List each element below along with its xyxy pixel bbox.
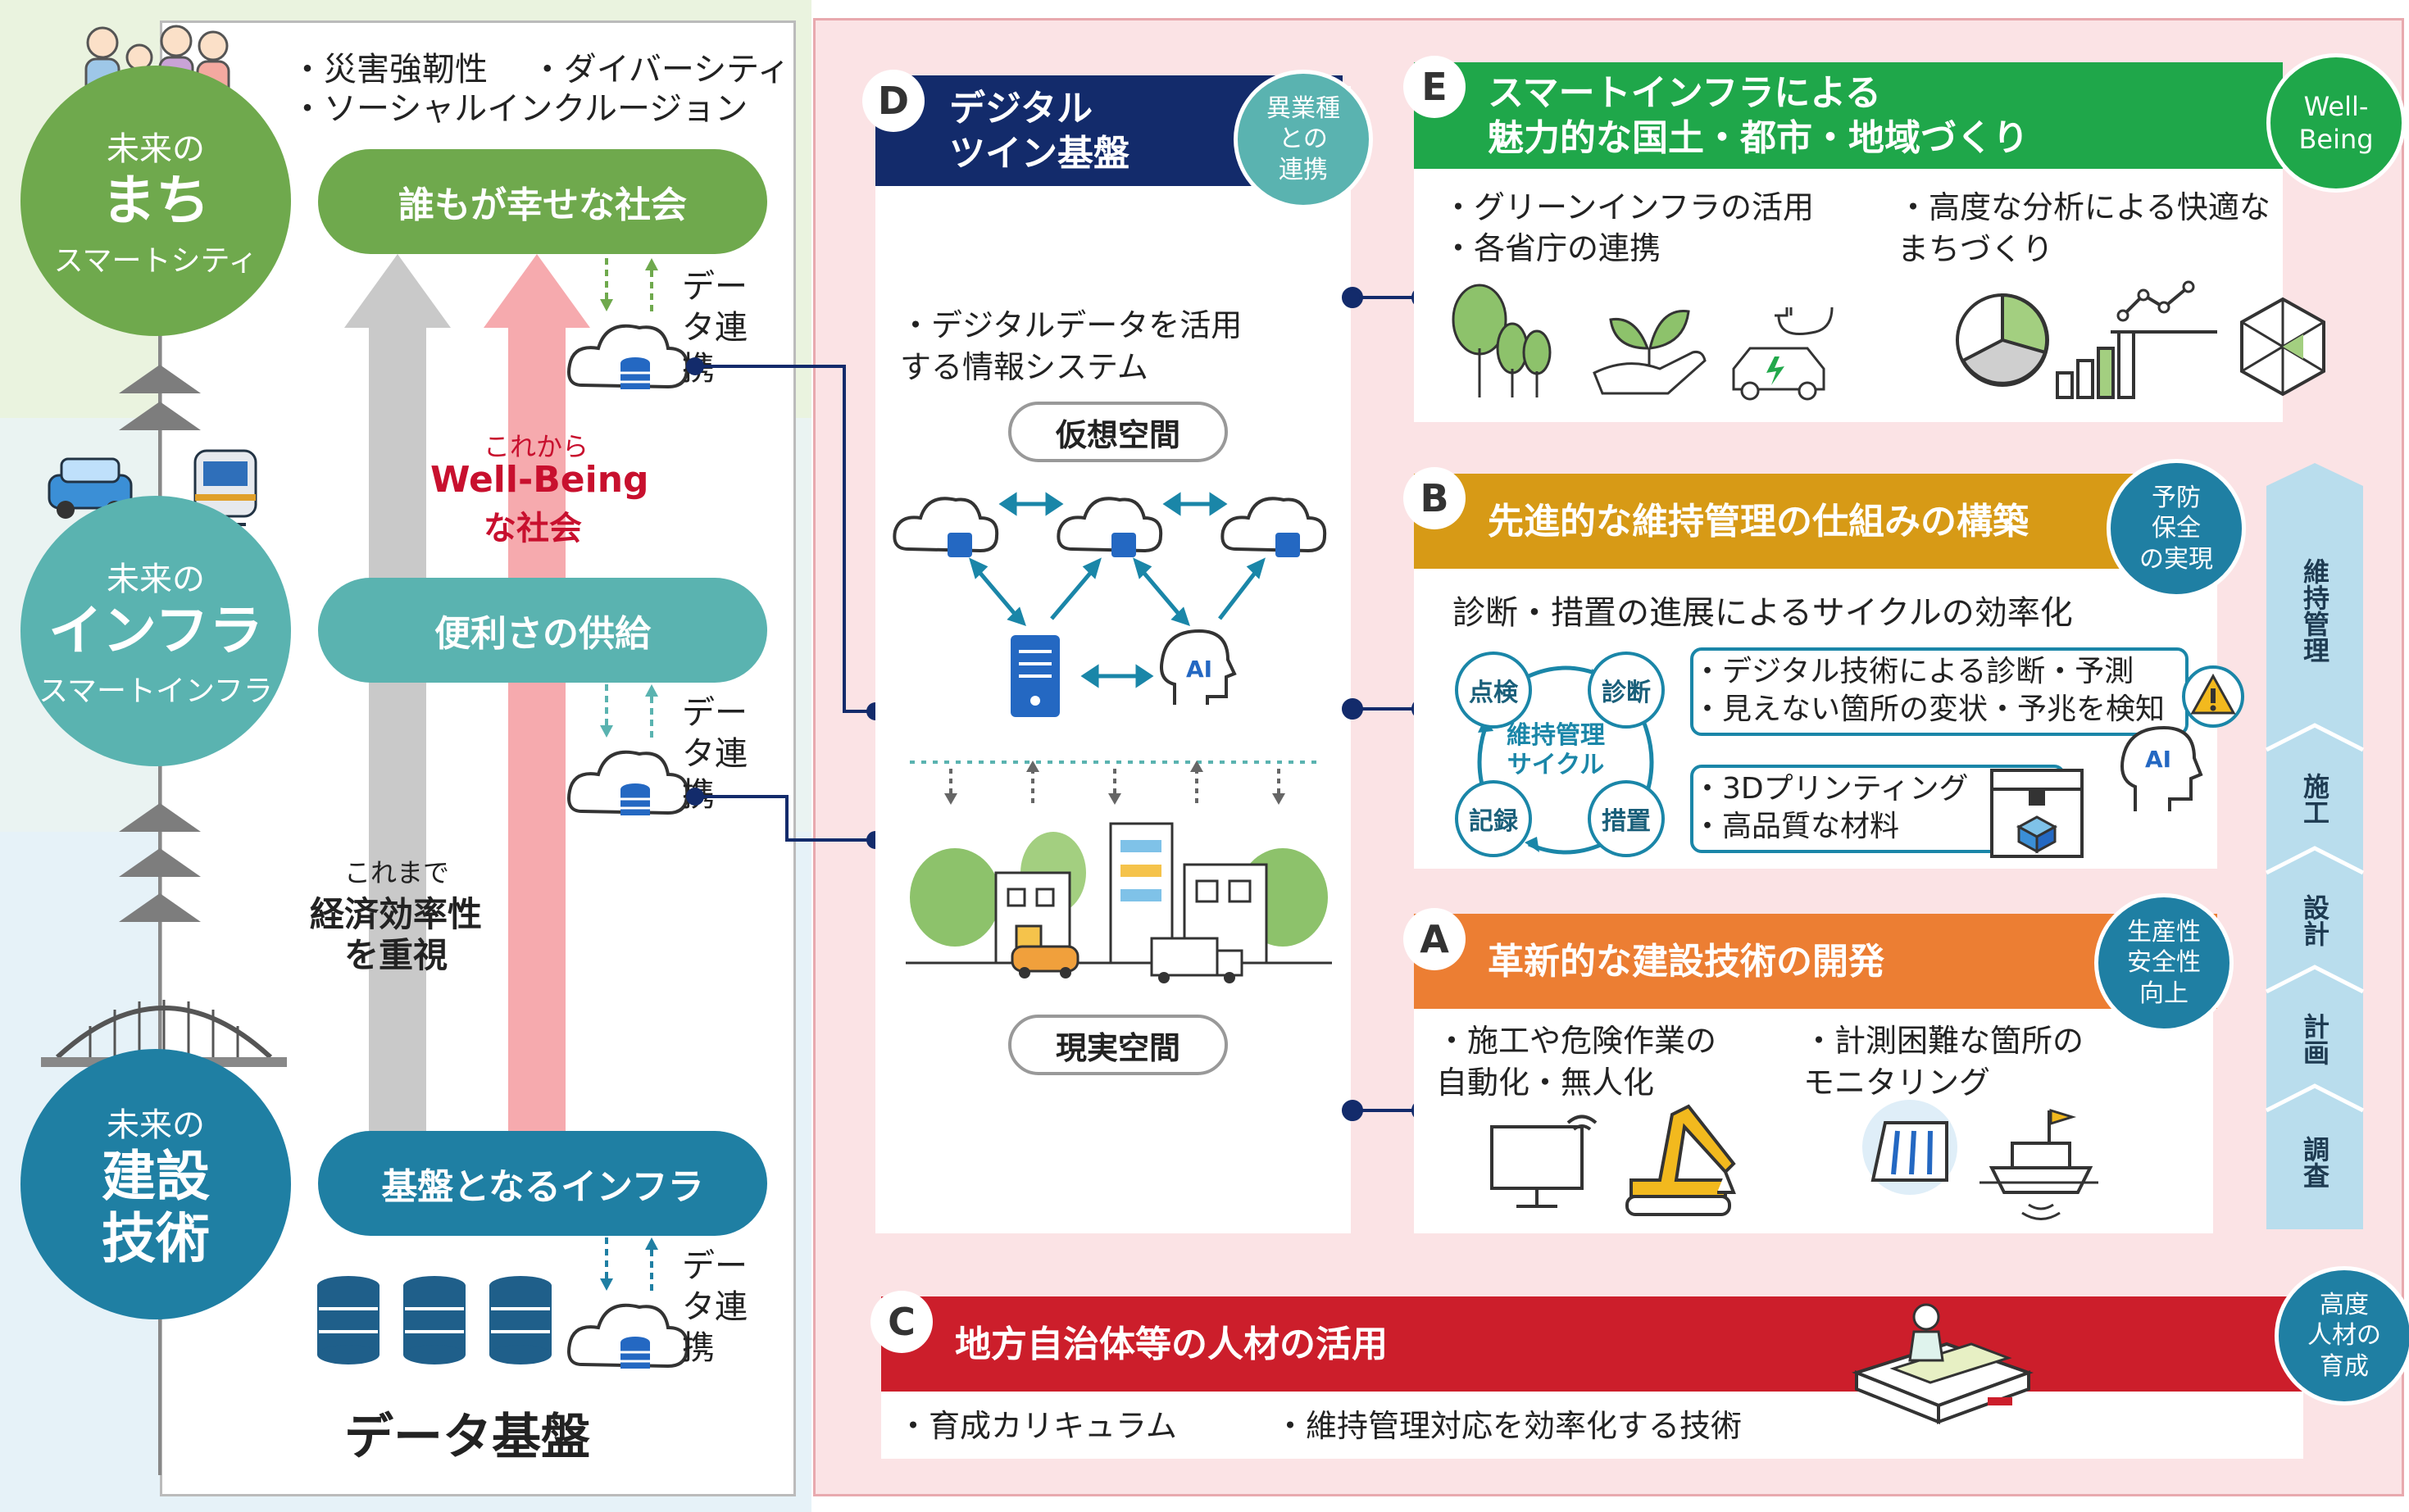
e-header: スマートインフラによる 魅力的な国土・都市・地域づくり (1414, 62, 2283, 169)
cycle-tenken: 点検 (1455, 652, 1532, 729)
automation-icons (1490, 1104, 1736, 1216)
cycle-kiroku: 記録 (1455, 780, 1532, 857)
real-city-illustration (906, 822, 1332, 983)
monitoring-icons (1862, 1100, 2098, 1220)
a-tag: 生産性 安全性 向上 (2094, 893, 2234, 1033)
future-infra-line1: 未来の (107, 561, 205, 599)
pill-convenience: 便利さの供給 (318, 578, 767, 683)
e-tag: Well- Being (2266, 53, 2406, 193)
b-badge: B (1403, 467, 1466, 529)
future-tech-line2: 建設 (102, 1145, 210, 1209)
keizai-label: 経済効率性 (310, 894, 483, 934)
steps-shape (2265, 463, 2365, 1229)
twin-network (893, 492, 1327, 717)
analysis-icons (1956, 280, 2325, 399)
real-space-label: 現実空間 (1008, 1015, 1228, 1075)
step-design: 設計 (2299, 893, 2330, 947)
c-bullet-2: 維持管理対応を効率化する技術 (1275, 1405, 1742, 1447)
e-bullet-3: 高度な分析による快適な まちづくり (1898, 187, 2270, 271)
b-bullet-4: 高品質な材料 (1693, 807, 1899, 847)
twin-sync-arrows (910, 761, 1320, 805)
b-bullet-3: 3Dプリンティング (1693, 770, 1968, 810)
green-infra-icons (1452, 284, 1834, 401)
c-tag: 高度 人材の 育成 (2275, 1266, 2409, 1405)
a-badge: A (1403, 908, 1466, 970)
b-bullet-2: 見えない箇所の変状・予兆を検知 (1693, 690, 2165, 730)
e-badge: E (1403, 56, 1466, 118)
future-tech-line3: 技術 (102, 1207, 210, 1270)
virtual-space-label: 仮想空間 (1008, 402, 1228, 462)
future-tech-circle: 未来の 建設 技術 (20, 1049, 291, 1319)
future-city-circle: 未来の まち スマートシティ (20, 66, 291, 336)
b-tag: 予防 保全 の実現 (2107, 459, 2246, 598)
left-axis (119, 246, 201, 1475)
future-infra-circle: 未来の インフラ スマートインフラ (20, 496, 291, 766)
na-shakai-label: な社会 (484, 510, 582, 547)
data-link-label-mid: データ連携 (682, 694, 748, 814)
e-panel (1414, 123, 2283, 422)
e-title: スマートインフラによる 魅力的な国土・都市・地域づくり (1488, 72, 2029, 159)
warning-icon (2182, 665, 2244, 728)
process-steps: 維持管理 施工 設計 計画 調査 (2265, 463, 2365, 1229)
d-tag: 異業種 との 連携 (1234, 70, 1373, 209)
e-bullet-1: グリーンインフラの活用 (1443, 187, 1814, 229)
training-person-icon (1852, 1303, 2034, 1424)
pill-base-infra: 基盤となるインフラ (318, 1131, 767, 1236)
c-badge: C (870, 1291, 933, 1353)
3d-printer-icon (1990, 769, 2084, 858)
a-title: 革新的な建設技術の開発 (1488, 940, 1884, 983)
step-planning: 計画 (2299, 1012, 2330, 1065)
b-ai-head-icon (2120, 725, 2203, 811)
d-ai-label: AI (1186, 656, 1213, 683)
cycle-shindan: 診断 (1588, 652, 1665, 729)
c-title: 地方自治体等の人材の活用 (955, 1323, 1388, 1365)
juushi-label: を重視 (344, 935, 448, 975)
b-subtitle: 診断・措置の進展によるサイクルの効率化 (1452, 594, 2073, 632)
future-infra-line2: インフラ (48, 599, 264, 663)
a-header: 革新的な建設技術の開発 (1414, 914, 2217, 1009)
data-link-bottom (567, 1237, 689, 1369)
future-infra-line3: スマートインフラ (39, 674, 273, 708)
pill-happy-society: 誰もが幸せな社会 (318, 149, 767, 254)
social-bullets-row1: ・災害強靭性 ・ダイバーシティ (291, 51, 790, 89)
database-icons (317, 1276, 552, 1364)
wellbeing-label: Well-Being (430, 459, 649, 501)
b-ai-label: AI (2145, 746, 2172, 773)
step-survey: 調査 (2299, 1135, 2330, 1188)
c-header: 地方自治体等の人材の活用 (881, 1296, 2324, 1392)
social-bullets-row2: ・ソーシャルインクルージョン (291, 90, 748, 128)
cycle-center: 維持管理 サイクル (1507, 721, 1605, 779)
future-city-line2: まち (102, 169, 210, 233)
data-link-label-top: データ連携 (682, 268, 748, 388)
future-city-line1: 未来の (107, 130, 205, 169)
train-icon (193, 449, 257, 526)
connectors-left-d (686, 357, 884, 849)
step-construction: 施工 (2299, 773, 2330, 825)
b-bullet-1: デジタル技術による診断・予測 (1693, 652, 2134, 692)
a-bullet-1: 施工や危険作業の 自動化・無人化 (1436, 1020, 1716, 1105)
step-maintenance: 維持管理 (2299, 558, 2330, 663)
d-badge: D (862, 70, 925, 132)
a-bullet-2: 計測困難な箇所の モニタリング (1803, 1020, 2084, 1105)
korekara-label: これから (484, 431, 589, 462)
b-header: 先進的な維持管理の仕組みの構築 (1414, 474, 2213, 569)
data-kiban-title: データ基盤 (344, 1409, 590, 1466)
cycle-sochi: 措置 (1588, 780, 1665, 857)
data-link-top (567, 258, 689, 389)
big-arrows (344, 254, 590, 1131)
future-city-line3: スマートシティ (53, 243, 258, 278)
b-title: 先進的な維持管理の仕組みの構築 (1488, 500, 2029, 543)
d-bullet: デジタルデータを活用 する情報システム (900, 305, 1242, 389)
koremade-label: これまで (344, 857, 450, 888)
e-bullet-2: 各省庁の連携 (1443, 228, 1661, 270)
d-title: デジタル ツイン基盤 (949, 87, 1130, 175)
future-tech-line1: 未来の (107, 1106, 205, 1145)
data-link-label-bottom: データ連携 (682, 1247, 748, 1367)
c-bullet-1: 育成カリキュラム (898, 1405, 1177, 1447)
